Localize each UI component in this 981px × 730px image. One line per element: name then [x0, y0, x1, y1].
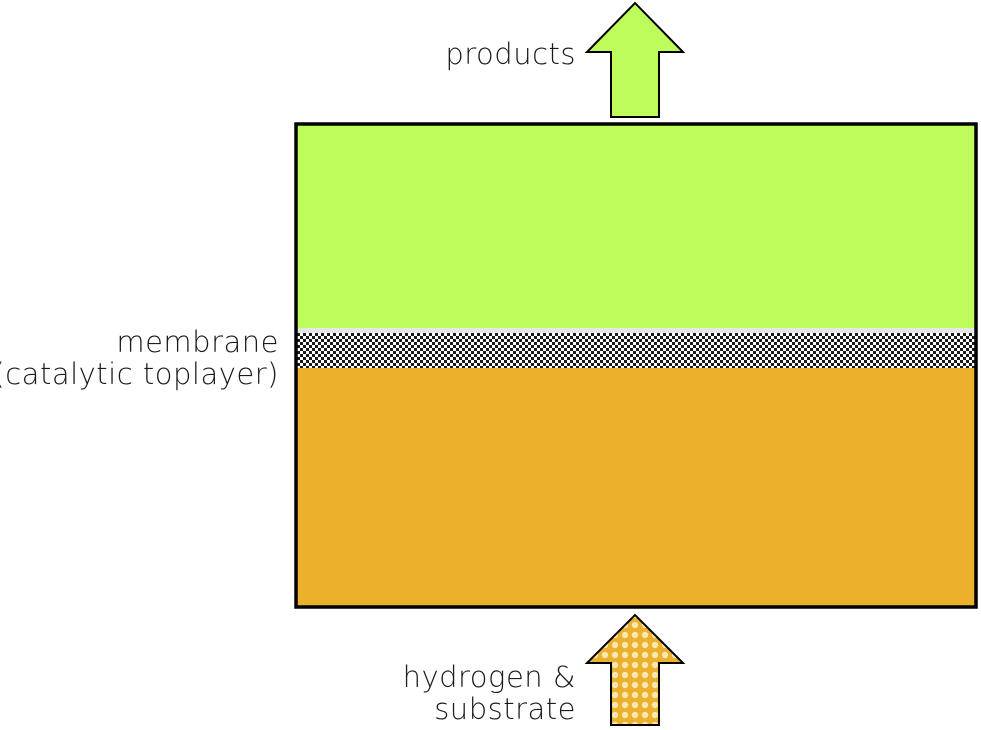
- feed-compartment: [296, 368, 976, 606]
- feed-label-line1: hydrogen &: [402, 660, 576, 694]
- products-arrow: [584, 1, 686, 118]
- feed-label-line2: substrate: [434, 692, 576, 726]
- feed-label: hydrogen & substrate: [403, 661, 576, 725]
- feed-arrow: [584, 613, 686, 726]
- membrane-layer: [296, 333, 976, 368]
- membrane-label: membrane (catalytic toplayer): [0, 326, 279, 390]
- reactor-outline: [294, 122, 978, 609]
- products-label: products: [445, 38, 576, 70]
- membrane-top-edge: [296, 328, 976, 333]
- membrane-label-line2: (catalytic toplayer): [0, 357, 279, 391]
- products-label-text: products: [445, 37, 576, 71]
- product-compartment: [296, 124, 976, 332]
- membrane-label-line1: membrane: [116, 325, 279, 359]
